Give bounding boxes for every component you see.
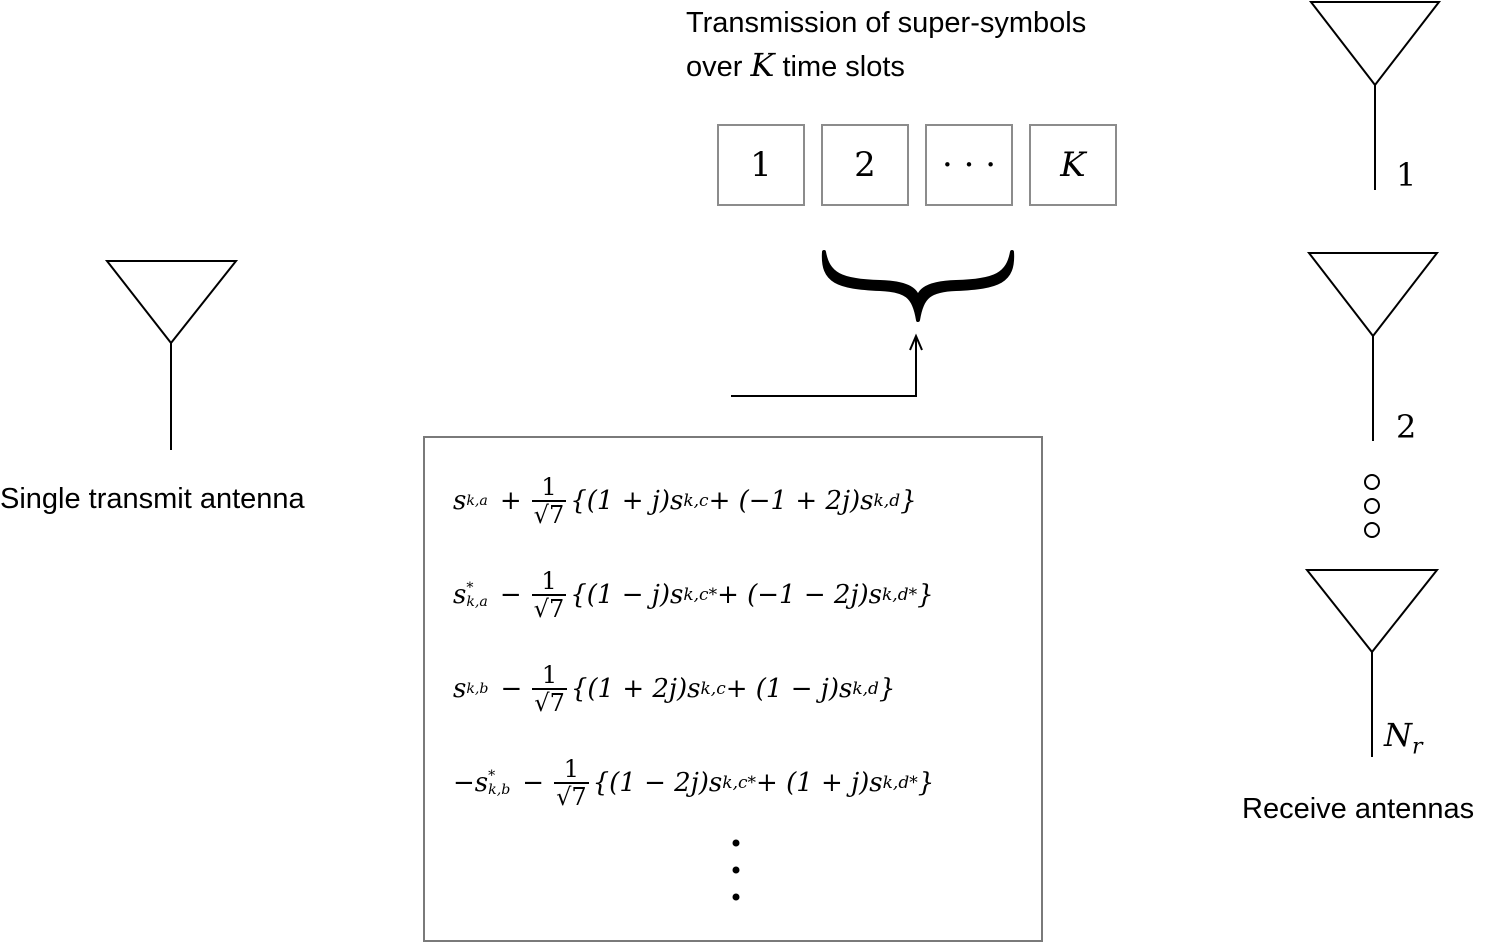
receive-antenna-2-icon bbox=[1306, 252, 1440, 441]
receive-antenna-1-icon bbox=[1308, 1, 1442, 190]
eq-rest-sup2: * bbox=[908, 585, 918, 606]
eq-operator: − bbox=[522, 768, 545, 799]
eq-fraction-den: √7 bbox=[531, 594, 567, 624]
eq-rest-mid: + (1 − j)s bbox=[725, 674, 853, 705]
eq-rest-sup1: * bbox=[747, 773, 757, 794]
eq-fraction: 1√7 bbox=[531, 567, 567, 624]
eq-rest-sub1: k,c bbox=[700, 679, 726, 700]
eq-rest-end: } bbox=[917, 768, 935, 799]
eq-rest-end: } bbox=[917, 580, 934, 611]
eq-operator: − bbox=[500, 674, 523, 705]
nr-subscript: r bbox=[1412, 734, 1423, 760]
eq-rest-sub1: k,c bbox=[683, 585, 709, 606]
transmit-antenna-icon bbox=[104, 260, 239, 450]
eq-rest-sub1: k,c bbox=[683, 491, 709, 512]
eq-rest: {(1 − 2j)s bbox=[592, 768, 723, 799]
eq-fraction-den: √7 bbox=[531, 500, 567, 530]
eq-fraction: 1√7 bbox=[554, 756, 589, 811]
eq-lead-sup: * bbox=[488, 768, 496, 785]
eq-rest-end: } bbox=[878, 674, 896, 705]
header-line-2-pre: over bbox=[686, 51, 751, 83]
nr-base: N bbox=[1384, 716, 1412, 754]
antenna-ellipsis-icon bbox=[1364, 474, 1380, 538]
eq-lead-sub: k,b bbox=[466, 681, 489, 698]
eq-lead-sub: k,b bbox=[488, 782, 511, 799]
eq-rest: {(1 − j)s bbox=[570, 580, 684, 611]
eq-fraction: 1√7 bbox=[531, 473, 567, 530]
eq-fraction-den: √7 bbox=[532, 688, 567, 718]
eq-rest-mid: + (−1 + 2j)s bbox=[708, 486, 874, 517]
eq-rest-end: } bbox=[900, 486, 917, 517]
header-line-1: Transmission of super-symbols bbox=[686, 7, 1087, 39]
eq-operator: + bbox=[499, 486, 522, 517]
eq-operator: − bbox=[499, 580, 522, 611]
eq-lead: s bbox=[453, 674, 467, 705]
eq-lead: s bbox=[453, 580, 467, 611]
time-slot-2: 2 bbox=[821, 124, 909, 206]
eq-rest: {(1 + j)s bbox=[570, 486, 684, 517]
eq-fraction-num: 1 bbox=[541, 661, 558, 689]
receive-antenna-1-label: 1 bbox=[1396, 156, 1417, 194]
eq-rest-sub2: k,d bbox=[882, 773, 910, 794]
eq-rest-sup1: * bbox=[708, 585, 718, 606]
eq-lead: s bbox=[453, 486, 467, 517]
eq-lead: −s bbox=[453, 768, 489, 799]
receive-antenna-2-label: 2 bbox=[1396, 408, 1417, 446]
time-slot-1: 1 bbox=[717, 124, 805, 206]
eq-fraction-num: 1 bbox=[541, 567, 557, 595]
transmit-antenna-label: Single transmit antenna bbox=[0, 483, 305, 515]
receive-antenna-nr-label: Nr bbox=[1384, 716, 1423, 759]
header-line-2-post: time slots bbox=[774, 51, 905, 83]
eq-lead-sub: k,a bbox=[466, 493, 488, 510]
header-line-2-var: K bbox=[750, 46, 775, 84]
eq-rest-sub2: k,d bbox=[882, 585, 909, 606]
eq-rest-mid: + (−1 − 2j)s bbox=[717, 580, 882, 611]
eq-fraction-den: √7 bbox=[554, 782, 589, 812]
receive-antenna-nr-icon bbox=[1304, 569, 1440, 757]
curly-brace-icon bbox=[821, 250, 1015, 322]
eq-lead-sup: * bbox=[466, 580, 474, 597]
receive-antennas-label: Receive antennas bbox=[1242, 793, 1475, 825]
eq-rest: {(1 + 2j)s bbox=[570, 674, 701, 705]
eq-fraction-num: 1 bbox=[563, 755, 579, 783]
eq-rest-mid: + (1 + j)s bbox=[756, 768, 883, 799]
eq-lead-sub: k,a bbox=[466, 594, 488, 611]
equation-ellipsis-icon bbox=[732, 839, 740, 901]
eq-fraction: 1√7 bbox=[532, 662, 567, 717]
connector-arrow-icon bbox=[731, 333, 923, 397]
header-line-2: over K time slots bbox=[686, 46, 905, 85]
time-slot-ellipsis: · · · bbox=[925, 124, 1013, 206]
eq-rest-sub1: k,c bbox=[722, 773, 748, 794]
eq-rest-sub2: k,d bbox=[873, 491, 901, 512]
time-slot-k: K bbox=[1029, 124, 1117, 206]
eq-rest-sub2: k,d bbox=[852, 679, 879, 700]
eq-fraction-num: 1 bbox=[541, 473, 557, 501]
eq-rest-sup2: * bbox=[909, 773, 918, 794]
